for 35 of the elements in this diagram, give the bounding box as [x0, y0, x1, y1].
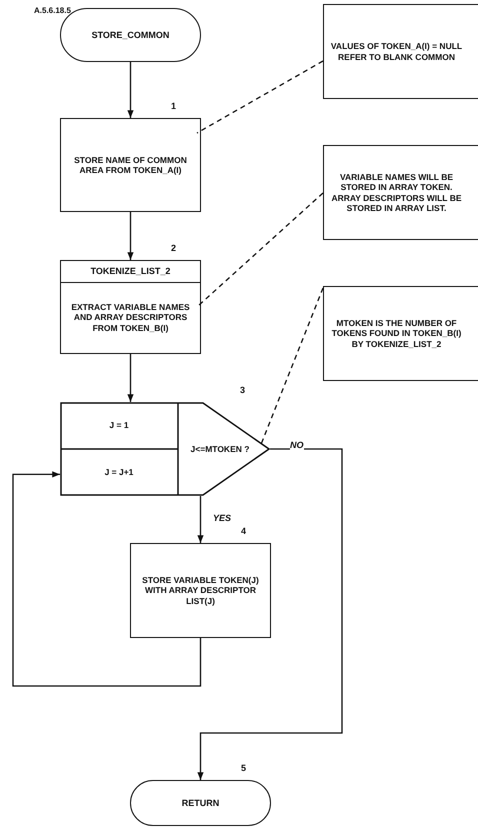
process-box: [130, 543, 271, 638]
loop-condition-text: J<=MTOKEN ?: [190, 442, 250, 456]
subroutine-box: [60, 260, 201, 354]
arrow: [127, 354, 134, 402]
loop-step-text: J = 1: [108, 419, 130, 432]
step-number: 1: [171, 101, 176, 111]
process-text: STORE VARIABLE TOKEN(J) WITH ARRAY DESCRIPTOR LIST(J): [141, 574, 260, 608]
edge-label: YES: [213, 513, 232, 523]
process-text: EXTRACT VARIABLE NAMES AND ARRAY DESCRIPTORS FROM TOKEN_B(I): [70, 301, 191, 335]
step-number: 3: [240, 385, 246, 395]
annotation-box: [323, 286, 478, 381]
arrow: [127, 212, 134, 260]
loop-step-text: J = J+1: [104, 466, 134, 480]
terminal-label: RETURN: [180, 796, 220, 810]
step-number: 5: [241, 763, 246, 773]
process-text: STORE NAME OF COMMON AREA FROM TOKEN_A(I): [73, 154, 188, 177]
annotation-text: MTOKEN IS THE NUMBER OF TOKENS FOUND IN TOKEN_B(I) BY TOKENIZE_LIST_2: [330, 317, 462, 351]
arrow: [12, 471, 202, 687]
annotation-box: [323, 145, 478, 240]
edge-label: NO: [290, 440, 304, 450]
terminal-shape: [130, 780, 271, 826]
step-number: 2: [171, 243, 176, 253]
arrow: [197, 496, 204, 543]
arrow: [127, 62, 134, 118]
subroutine-name: TOKENIZE_LIST_2: [61, 261, 200, 283]
leader-line: [196, 60, 324, 134]
annotation-text: VARIABLE NAMES WILL BE STORED IN ARRAY TOKEN. ARRAY DESCRIPTORS WILL BE STORED IN ARRAY LIST.: [330, 171, 463, 215]
process-box: [60, 118, 201, 212]
leader-line: [198, 192, 324, 306]
step-number: 4: [241, 526, 246, 536]
figure-number: A.5.6.18.5: [34, 6, 71, 15]
arrow: [197, 448, 343, 780]
annotation-box: [323, 4, 478, 99]
annotation-text: VALUES OF TOKEN_A(I) = NULL REFER TO BLANK COMMON: [330, 40, 464, 64]
loop-symbol: [60, 402, 270, 496]
